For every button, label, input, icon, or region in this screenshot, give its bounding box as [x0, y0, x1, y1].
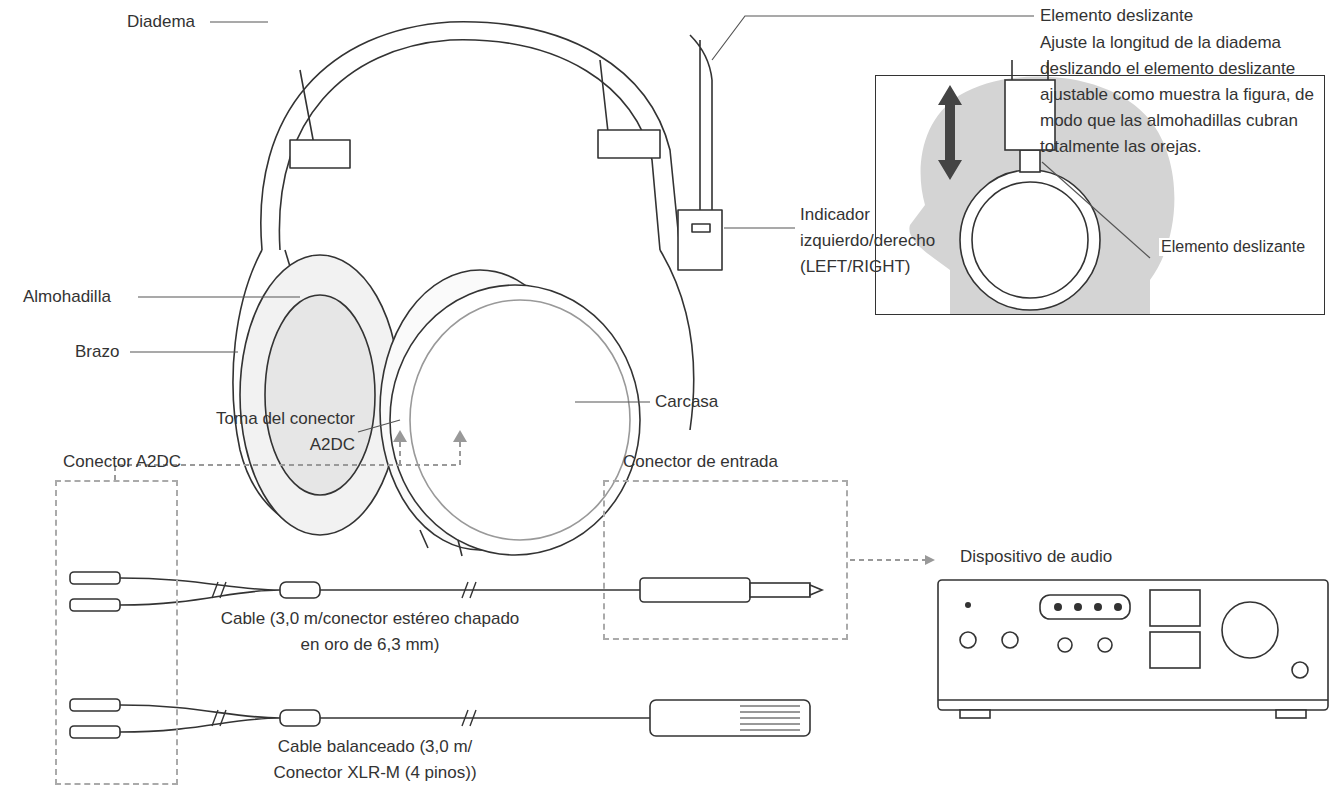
- note-text: Ajuste la longitud de la diadema desliza…: [1040, 30, 1335, 160]
- part-label: Indicador izquierdo/derecho (LEFT/RIGHT): [800, 202, 960, 280]
- part-label: Toma del conector A2DC: [185, 406, 355, 458]
- part-label: Brazo: [75, 339, 135, 365]
- inset-box: Elemento deslizante: [875, 75, 1325, 315]
- part-label: Carcasa: [655, 389, 745, 415]
- part-label: Diadema: [127, 9, 217, 35]
- cable-label: Cable (3,0 m/conector estéreo chapado en…: [215, 606, 525, 658]
- connector-group: Conector A2DC: [55, 480, 178, 785]
- node-heading: Elemento deslizante: [1159, 238, 1307, 256]
- part-label: Elemento deslizante: [1040, 3, 1320, 29]
- node-heading: Dispositivo de audio: [960, 547, 1112, 567]
- node-heading: Conector de entrada: [623, 452, 778, 472]
- node-heading: Conector A2DC: [63, 452, 181, 472]
- cable-label: Cable balanceado (3,0 m/ Conector XLR-M …: [255, 734, 495, 786]
- dashed-arrow: [850, 559, 933, 561]
- connector-group: Conector de entrada: [603, 480, 848, 640]
- part-label: Almohadilla: [23, 284, 138, 310]
- device-box: Dispositivo de audio: [935, 545, 1333, 720]
